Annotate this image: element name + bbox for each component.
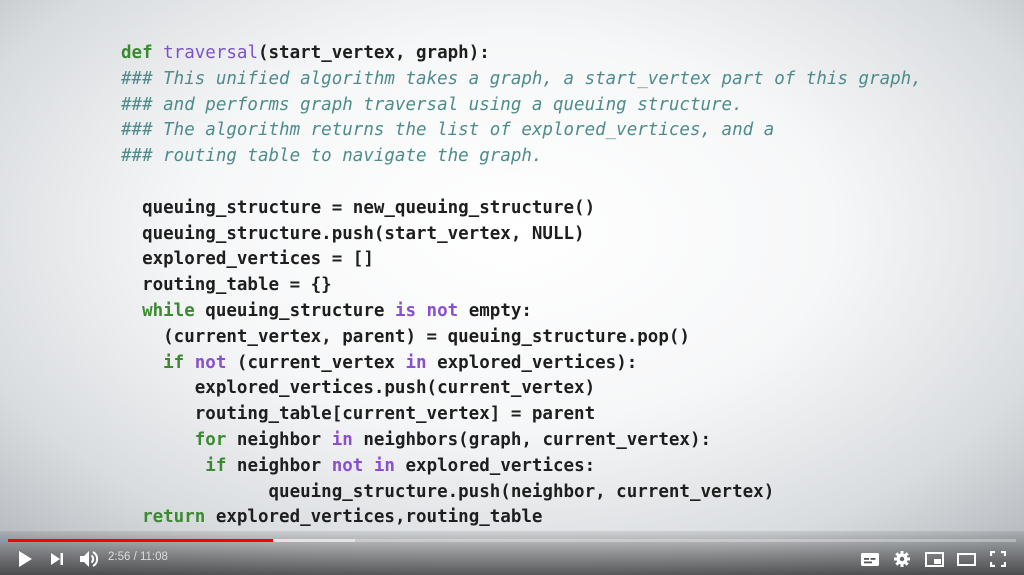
code-line: routing_table = {} bbox=[121, 273, 922, 299]
code-token: (current_vertex, parent) = queuing_struc… bbox=[121, 326, 690, 347]
play-icon bbox=[19, 551, 32, 567]
miniplayer-button[interactable] bbox=[922, 548, 946, 570]
progress-bar[interactable] bbox=[8, 539, 1016, 542]
code-token: routing_table = {} bbox=[121, 275, 332, 296]
volume-icon bbox=[80, 551, 99, 567]
miniplayer-icon bbox=[924, 551, 944, 567]
code-token: if bbox=[121, 455, 237, 476]
code-token: for bbox=[121, 429, 237, 450]
code-token: neighbor bbox=[236, 455, 332, 476]
theater-icon bbox=[956, 552, 976, 566]
code-token: def bbox=[121, 43, 164, 63]
code-token: return bbox=[121, 507, 216, 528]
code-token: (current_vertex bbox=[236, 352, 406, 373]
code-line: explored_vertices = [] bbox=[121, 247, 922, 273]
next-button[interactable] bbox=[46, 548, 68, 570]
code-line: if neighbor not in explored_vertices: bbox=[121, 454, 922, 480]
code-token: in bbox=[405, 352, 438, 373]
code-comment: ### routing table to navigate the graph. bbox=[121, 146, 543, 167]
fullscreen-button[interactable] bbox=[986, 548, 1010, 570]
code-line: ### This unified algorithm takes a graph… bbox=[121, 67, 922, 93]
settings-button[interactable] bbox=[890, 548, 914, 570]
code-line: queuing_structure.push(neighbor, current… bbox=[121, 480, 922, 506]
code-token: explored_vertices): bbox=[437, 352, 638, 373]
code-comment: ### and performs graph traversal using a… bbox=[121, 94, 743, 115]
time-display: 2:56 / 11:08 bbox=[108, 551, 168, 563]
code-token: explored_vertices = [] bbox=[121, 249, 374, 270]
play-button[interactable] bbox=[14, 548, 36, 570]
code-token: not in bbox=[331, 455, 406, 476]
code-comment: ### The algorithm returns the list of ex… bbox=[121, 120, 775, 141]
subtitles-button[interactable] bbox=[858, 548, 882, 570]
code-token: queuing_structure.push(neighbor, current… bbox=[121, 481, 775, 502]
code-token: queuing_structure = new_queuing_structur… bbox=[121, 197, 596, 218]
code-line: return explored_vertices,routing_table bbox=[121, 505, 922, 531]
code-token: while bbox=[121, 300, 206, 321]
code-token: neighbors(graph, current_vertex): bbox=[363, 429, 712, 450]
code-line bbox=[121, 170, 922, 196]
fullscreen-icon bbox=[990, 551, 1006, 567]
code-token: empty: bbox=[468, 300, 532, 321]
code-token: queuing_structure bbox=[205, 300, 395, 321]
code-token: neighbor bbox=[236, 429, 332, 450]
volume-button[interactable] bbox=[77, 548, 101, 570]
controls-gradient bbox=[0, 531, 1024, 575]
code-line: queuing_structure.push(start_vertex, NUL… bbox=[121, 222, 922, 248]
code-slide: def traversal(start_vertex, graph):### T… bbox=[121, 41, 922, 531]
code-token: not bbox=[194, 352, 237, 373]
next-icon bbox=[51, 553, 63, 565]
code-token: if bbox=[121, 352, 195, 373]
code-token: explored_vertices,routing_table bbox=[215, 507, 543, 528]
code-token: explored_vertices.push(current_vertex) bbox=[121, 378, 596, 399]
code-line: (current_vertex, parent) = queuing_struc… bbox=[121, 325, 922, 351]
code-line: if not (current_vertex in explored_verti… bbox=[121, 351, 922, 377]
code-token: routing_table[current_vertex] = parent bbox=[121, 404, 596, 425]
code-token: (start_vertex, graph): bbox=[257, 43, 490, 63]
code-token: traversal bbox=[163, 43, 258, 63]
code-line: ### and performs graph traversal using a… bbox=[121, 93, 922, 119]
code-comment: ### This unified algorithm takes a graph… bbox=[121, 68, 922, 89]
code-token: is not bbox=[394, 300, 469, 321]
code-line: for neighbor in neighbors(graph, current… bbox=[121, 428, 922, 454]
subtitles-icon bbox=[861, 552, 879, 566]
settings-icon bbox=[894, 551, 910, 567]
code-line: ### The algorithm returns the list of ex… bbox=[121, 118, 922, 144]
code-line: routing_table[current_vertex] = parent bbox=[121, 402, 922, 428]
progress-played bbox=[8, 539, 274, 542]
code-token: explored_vertices: bbox=[405, 455, 596, 476]
code-line: ### routing table to navigate the graph. bbox=[121, 144, 922, 170]
code-line: queuing_structure = new_queuing_structur… bbox=[121, 196, 922, 222]
code-line: explored_vertices.push(current_vertex) bbox=[121, 376, 922, 402]
theater-button[interactable] bbox=[954, 548, 978, 570]
code-token: queuing_structure.push(start_vertex, NUL… bbox=[121, 223, 585, 244]
code-line: while queuing_structure is not empty: bbox=[121, 299, 922, 325]
code-token: in bbox=[331, 429, 364, 450]
code-line: def traversal(start_vertex, graph): bbox=[121, 41, 922, 67]
